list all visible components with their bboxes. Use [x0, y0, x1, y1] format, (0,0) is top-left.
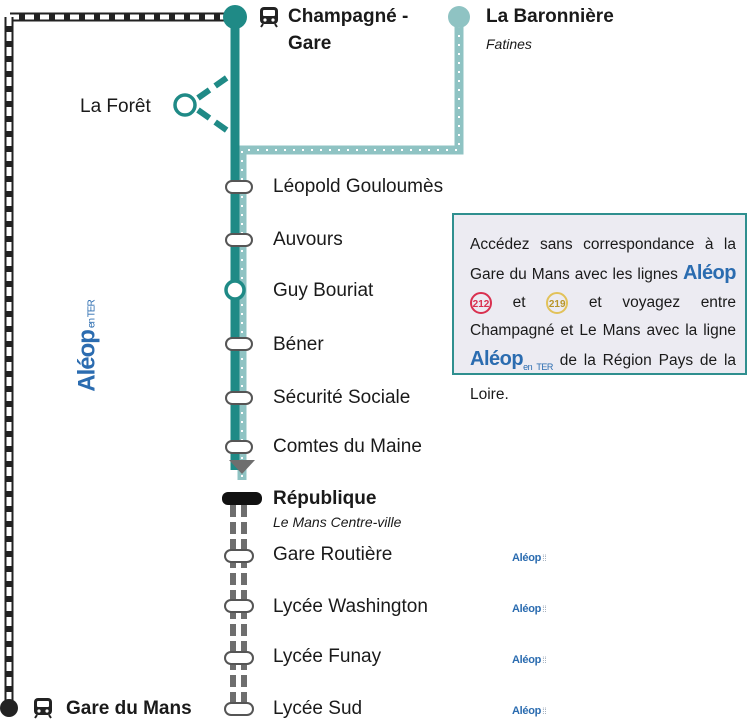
stop-label[interactable]: Sécurité Sociale: [273, 387, 411, 408]
stop-pill-gare-routiere: [224, 549, 254, 563]
republique-pill: [222, 492, 262, 505]
aleop-ter-vertical-logo: Aléopen TER: [73, 300, 101, 392]
stop-pill-washington: [224, 599, 254, 613]
stop-pill-comtes: [225, 440, 253, 454]
stop-pill-lycee-sud: [224, 702, 254, 716]
line-219-badge: 219: [546, 291, 569, 314]
la-foret-connector-down: [196, 107, 237, 139]
aleop-logo: Aléop⁞⁞: [512, 654, 547, 666]
info-box: Accédez sans correspondance à la Gare du…: [452, 213, 747, 403]
train-icon: [260, 7, 278, 28]
aleop-logo: Aléop⁞⁞: [512, 603, 547, 615]
stop-pill-auvours: [225, 233, 253, 247]
la-foret-connector-up: [196, 69, 237, 101]
stop-label[interactable]: Béner: [273, 334, 324, 355]
aleop-logo: Aléop⁞⁞: [512, 705, 547, 717]
champagne-gare-dot: [223, 5, 247, 29]
aleop-logo: Aléop⁞⁞: [512, 552, 547, 564]
gare-du-mans-label[interactable]: Gare du Mans: [66, 698, 192, 719]
aleop-logo: Aléop: [682, 262, 737, 284]
info-text-2: et voyagez entre Champagné et Le Mans av…: [470, 294, 737, 339]
stop-pill-leopold: [225, 180, 253, 194]
republique-subtitle: Le Mans Centre-ville: [273, 514, 402, 530]
stop-label[interactable]: Lycée Washington: [273, 596, 428, 617]
stop-label[interactable]: Lycée Sud: [273, 698, 363, 719]
republique-label[interactable]: République: [273, 488, 377, 509]
info-et: et: [512, 294, 526, 311]
train-icon: [34, 698, 52, 719]
info-text-1: Accédez sans correspondance à la Gare du…: [470, 236, 736, 283]
stop-dot-guy-bouriat: [224, 279, 246, 301]
baronniere-dot: [448, 6, 470, 28]
stop-label[interactable]: Comtes du Maine: [273, 436, 422, 457]
direction-arrow: [229, 460, 255, 474]
stop-label[interactable]: Gare Routière: [273, 544, 393, 565]
line-212-badge: 212: [470, 291, 492, 314]
la-foret-label[interactable]: La Forêt: [80, 96, 151, 117]
champagne-gare-label-1[interactable]: Champagné -: [288, 6, 409, 27]
gare-du-mans-dot: [0, 699, 18, 717]
baronniere-subtitle: Fatines: [486, 36, 532, 52]
la-foret-dot: [173, 93, 197, 117]
champagne-gare-label-2[interactable]: Gare: [288, 33, 332, 54]
info-text-3: de la Région Pays de la Loire.: [470, 352, 737, 403]
stop-label[interactable]: Léopold Gouloumès: [273, 176, 444, 197]
stop-pill-funay: [224, 651, 254, 665]
stop-pill-securite: [225, 391, 253, 405]
baronniere-label[interactable]: La Baronnière: [486, 6, 614, 27]
stop-label[interactable]: Auvours: [273, 229, 343, 250]
aleop-ter-logo: Aléopen TER: [470, 348, 553, 372]
stop-label[interactable]: Lycée Funay: [273, 646, 382, 667]
baronniere-branch-dots: [241, 17, 460, 480]
stop-label[interactable]: Guy Bouriat: [273, 280, 374, 301]
stop-pill-bener: [225, 337, 253, 351]
